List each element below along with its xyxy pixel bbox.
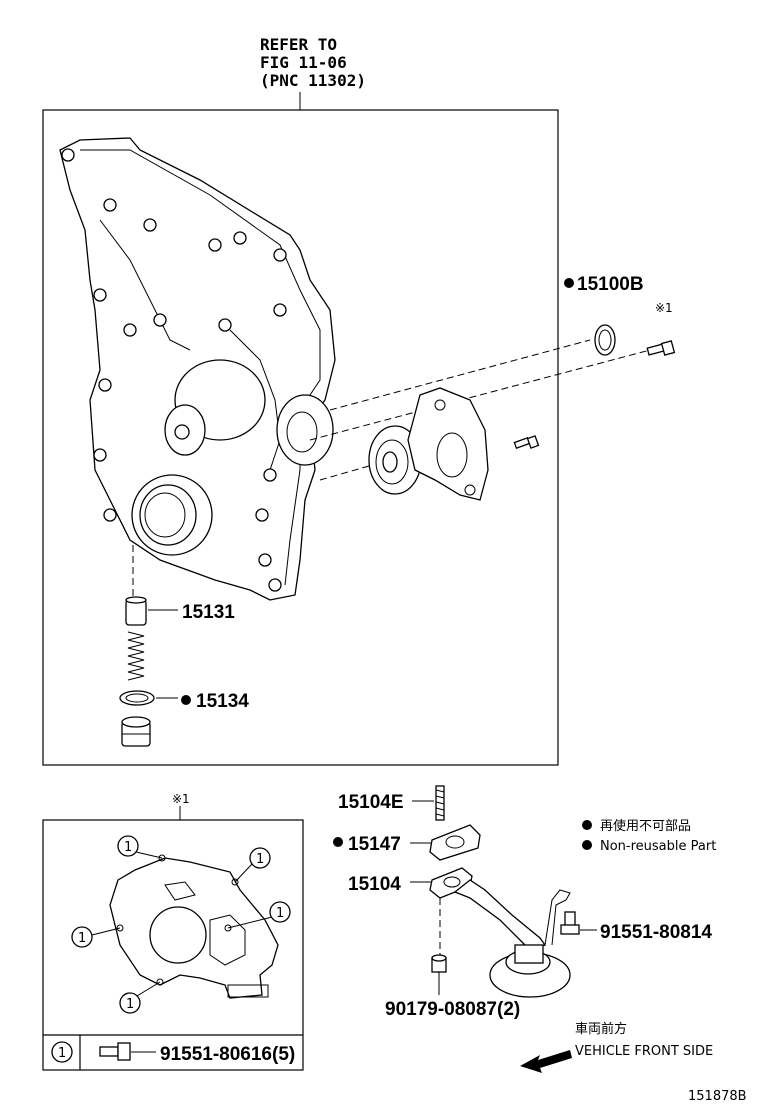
legend-jp: 再使用不可部品 xyxy=(600,818,691,834)
gasket-15134 xyxy=(119,690,155,706)
reference-line-2: FIG 11-06 xyxy=(260,53,347,72)
label-15147: 15147 xyxy=(348,834,401,855)
bolt-strainer xyxy=(560,911,580,935)
relief-valve-plunger xyxy=(125,596,147,626)
direction-en: VEHICLE FRONT SIDE xyxy=(575,1044,713,1059)
legend-mark-jp xyxy=(582,820,592,830)
svg-text:1: 1 xyxy=(78,931,86,946)
circle-one-1 xyxy=(117,835,139,857)
circle-one-4 xyxy=(71,926,93,948)
timing-cover xyxy=(59,137,336,601)
label-15100b: 15100B xyxy=(577,274,644,295)
label-91551-80814: 91551-80814 xyxy=(600,922,712,943)
label-90179-08087: 90179-08087(2) xyxy=(385,999,520,1020)
non-reusable-mark-2 xyxy=(181,695,191,705)
reference-line-1: REFER TO xyxy=(260,35,337,54)
oring-15100b xyxy=(594,324,616,356)
dash-bolt xyxy=(309,349,651,441)
pump-detail-box xyxy=(42,819,304,1071)
circle-one-5 xyxy=(119,992,141,1014)
dash-oring xyxy=(329,339,591,411)
label-15131: 15131 xyxy=(182,602,235,623)
nut-90179 xyxy=(431,954,447,973)
figure-id: 151878B xyxy=(688,1089,747,1104)
reference-line-3: (PNC 11302) xyxy=(260,71,366,90)
oil-pump-cover xyxy=(407,387,489,501)
legend-en: Non-reusable Part xyxy=(600,839,716,854)
label-15134: 15134 xyxy=(196,691,249,712)
oil-strainer xyxy=(429,867,571,998)
svg-text:1: 1 xyxy=(124,840,132,855)
pump-cover-outline xyxy=(109,854,279,999)
bolt-small xyxy=(513,435,540,450)
bolt-pump xyxy=(646,340,676,356)
bolt-legend xyxy=(99,1042,131,1061)
circle-one-3 xyxy=(269,901,291,923)
svg-text:1: 1 xyxy=(276,906,284,921)
legend: 再使用不可部品 Non-reusable Part xyxy=(582,818,716,854)
non-reusable-mark-3 xyxy=(333,837,343,847)
non-reusable-mark-1 xyxy=(564,278,574,288)
asterisk-box: ※1 xyxy=(172,792,190,806)
label-91551-80616: 91551-80616(5) xyxy=(160,1044,295,1065)
relief-valve-plug xyxy=(121,716,151,747)
reference-note: REFER TO FIG 11-06 (PNC 11302) xyxy=(260,35,366,110)
legend-mark-en xyxy=(582,840,592,850)
relief-valve-spring xyxy=(127,631,145,681)
label-15104: 15104 xyxy=(348,874,401,895)
direction-indicator: 車両前方 VEHICLE FRONT SIDE xyxy=(520,1021,713,1073)
circle-one-legend xyxy=(51,1041,73,1063)
svg-text:1: 1 xyxy=(126,997,134,1012)
callout-circles: 1 1 1 1 1 1 xyxy=(51,835,291,1063)
circle-one-2 xyxy=(249,847,271,869)
svg-text:1: 1 xyxy=(256,852,264,867)
asterisk-top: ※1 xyxy=(655,301,673,315)
label-15104e: 15104E xyxy=(338,792,404,813)
gasket-15147 xyxy=(429,824,481,861)
front-arrow-icon xyxy=(520,1050,572,1073)
stud-15104e xyxy=(435,785,445,821)
oil-pump-rotor xyxy=(368,425,422,495)
svg-text:1: 1 xyxy=(58,1046,66,1061)
main-frame xyxy=(42,109,559,766)
direction-jp: 車両前方 xyxy=(575,1021,627,1037)
